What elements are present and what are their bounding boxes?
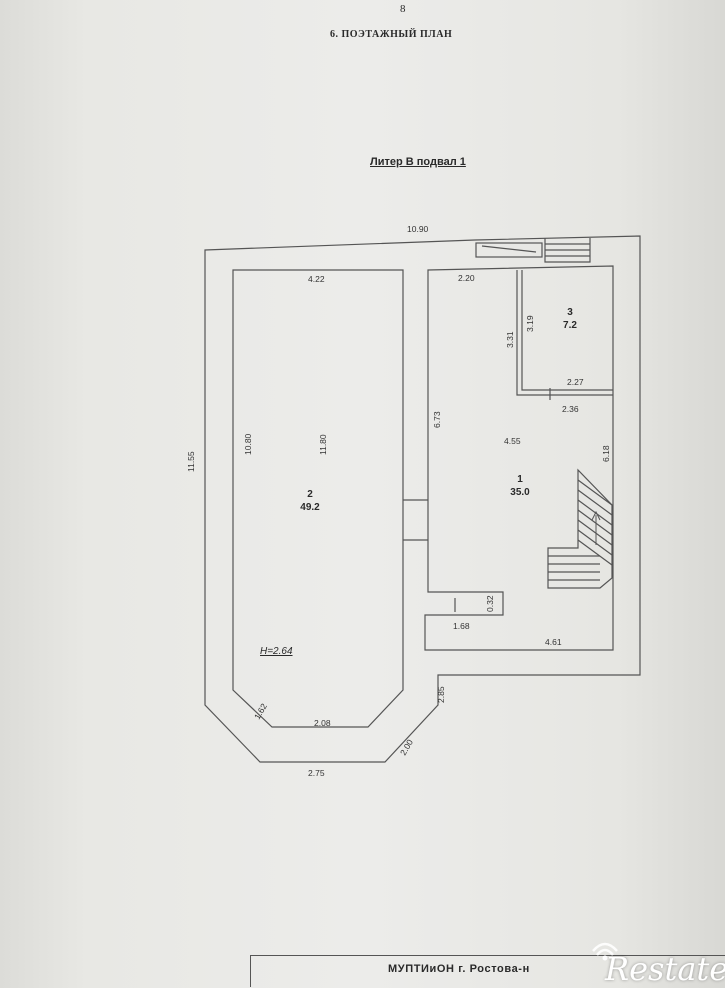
watermark-text: Restate [605, 950, 725, 988]
dim-room3-height-inner: 3.19 [525, 315, 535, 332]
dim-room3-width-inner: 2.27 [567, 377, 584, 387]
dim-room1-bottom-left: 1.68 [453, 621, 470, 631]
room1-wall [424, 265, 614, 651]
height-mark: H=2.64 [260, 646, 293, 657]
dim-room2-bottom: 2.08 [314, 718, 331, 728]
dim-room1-left-height: 6.73 [432, 411, 442, 428]
plan-title: Литер В подвал 1 [370, 156, 466, 168]
dim-overall-height: 11.55 [186, 451, 196, 472]
dim-room1-right-height: 6.18 [601, 445, 611, 462]
outer-wall [204, 235, 641, 763]
dim-room1-width: 4.55 [504, 436, 521, 446]
dim-right-lower: 2.85 [436, 686, 446, 703]
stamp-text: МУПТИиОН г. Ростова-н [388, 963, 530, 975]
section-title: 6. ПОЭТАЖНЫЙ ПЛАН [330, 29, 453, 40]
room1-label: 1 35.0 [500, 473, 540, 499]
room2-wall [232, 269, 404, 728]
dim-room1-bottom-right: 4.61 [545, 637, 562, 647]
room2-number: 2 [307, 489, 313, 500]
room2-area: 49.2 [300, 502, 320, 513]
staircase [547, 468, 613, 589]
room3-area: 7.2 [563, 320, 577, 331]
page-number: 8 [400, 3, 406, 15]
stamp-box [250, 955, 725, 987]
room1-area: 35.0 [510, 487, 530, 498]
dim-room1-top: 2.20 [458, 273, 475, 283]
doorway [403, 499, 428, 541]
dim-room1-step: 0.32 [485, 595, 495, 612]
dim-room2-top: 4.22 [308, 274, 325, 284]
dim-room2-height-inner: 10.80 [243, 433, 253, 455]
dim-outer-bottom: 2.75 [308, 768, 325, 778]
dim-room3-width-outer: 2.36 [562, 404, 579, 414]
dim-room2-height-center: 11.80 [318, 434, 328, 455]
room3-label: 3 7.2 [550, 306, 590, 332]
dim-room3-height-outer: 3.31 [505, 331, 515, 348]
dim-overall-width: 10.90 [407, 224, 429, 234]
vent-window [475, 242, 543, 258]
restate-logo-icon [592, 942, 618, 961]
room2-label: 2 49.2 [290, 488, 330, 514]
room3-partition [516, 270, 613, 396]
room3-number: 3 [567, 307, 573, 318]
room1-number: 1 [517, 474, 523, 485]
top-stairs [544, 238, 591, 263]
